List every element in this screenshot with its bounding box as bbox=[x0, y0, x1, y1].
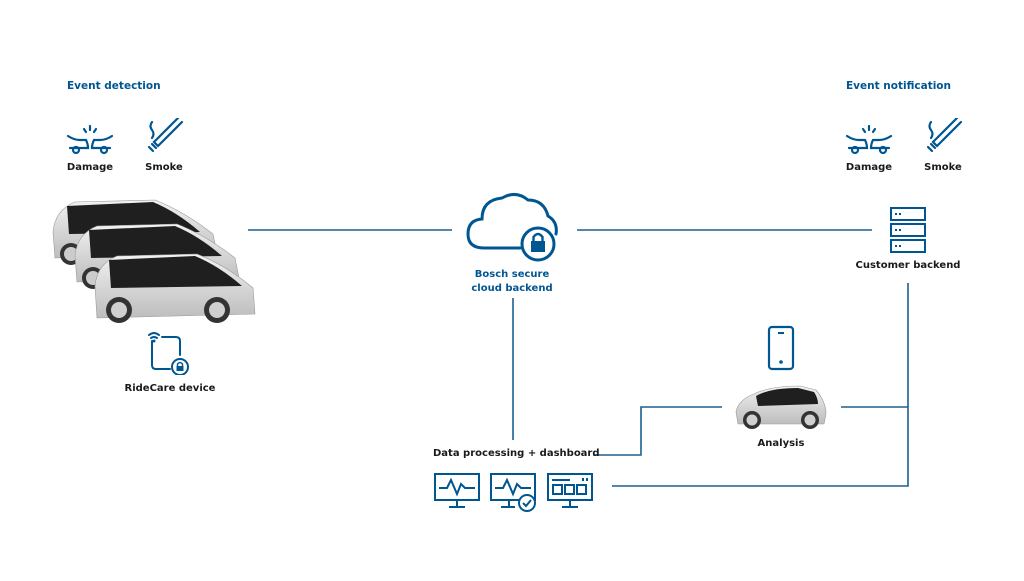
car-front bbox=[94, 253, 256, 323]
event-notification-heading: Event notification bbox=[846, 80, 951, 92]
notification-damage-label: Damage bbox=[845, 162, 893, 173]
car-image bbox=[735, 385, 827, 429]
smartphone-icon bbox=[767, 325, 795, 371]
car-fleet-image bbox=[52, 199, 256, 323]
secure-cloud-icon bbox=[466, 193, 558, 262]
monitor-pulse-check-icon bbox=[490, 473, 536, 512]
detection-smoke-label: Smoke bbox=[145, 162, 183, 173]
monitor-pulse-icon bbox=[434, 473, 480, 508]
detection-damage-label: Damage bbox=[66, 162, 114, 173]
cloud-label-line2: cloud backend bbox=[471, 283, 553, 294]
cloud-backend-label: Bosch secure cloud backend bbox=[452, 268, 572, 296]
car-crash-icon bbox=[845, 124, 893, 155]
server-stack-icon bbox=[890, 207, 926, 253]
ridecare-device-label: RideCare device bbox=[124, 383, 216, 394]
cigarette-smoke-icon bbox=[147, 118, 184, 153]
notification-smoke-label: Smoke bbox=[924, 162, 962, 173]
customer-backend-label: Customer backend bbox=[855, 260, 961, 271]
line-dashboard-analysis bbox=[593, 406, 722, 456]
monitor-dashboard-icon bbox=[547, 473, 593, 508]
line-customer-dashboard bbox=[612, 283, 909, 487]
dashboard-label: Data processing + dashboard bbox=[433, 448, 600, 459]
ridecare-device-icon bbox=[148, 332, 189, 375]
car-crash-icon bbox=[66, 124, 114, 155]
event-detection-heading: Event detection bbox=[67, 80, 161, 92]
cloud-label-line1: Bosch secure bbox=[474, 269, 550, 280]
cigarette-smoke-icon bbox=[926, 118, 963, 153]
analysis-label: Analysis bbox=[757, 438, 805, 449]
